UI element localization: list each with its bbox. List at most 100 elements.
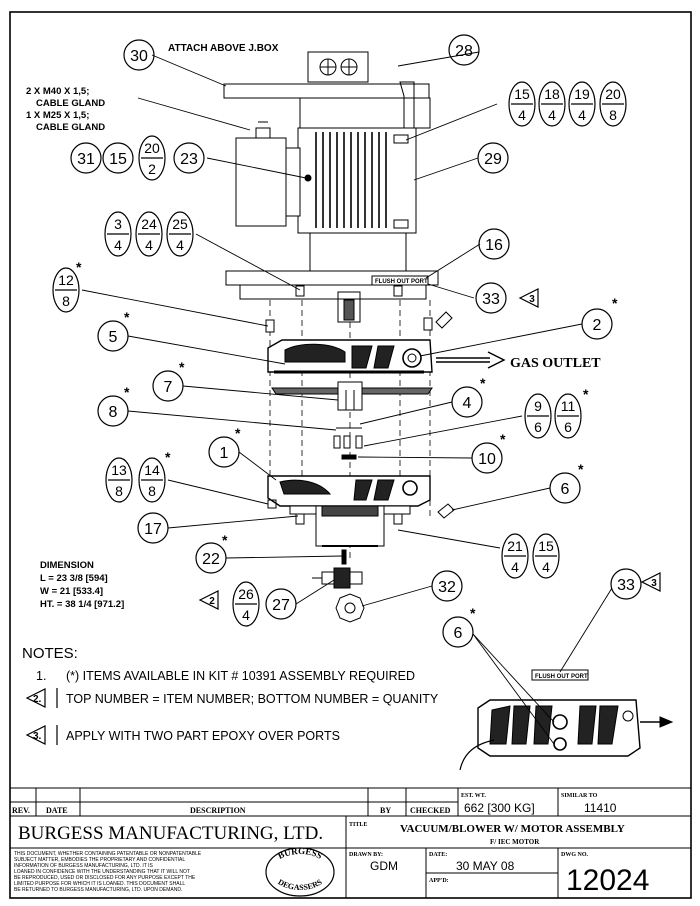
balloon-27-label: 27: [272, 597, 290, 614]
est-wt-value: 662 [300 KG]: [464, 801, 535, 815]
title-label: TITLE: [349, 822, 367, 828]
cable-gland-note-1: 2 X M40 X 1,5;: [26, 86, 89, 97]
balloon-8: [97, 395, 129, 427]
kit-asterisk: *: [470, 605, 476, 621]
balloon-33-label: 33: [482, 291, 500, 308]
kit-asterisk: *: [222, 532, 228, 548]
balloon-32-label: 32: [438, 579, 456, 596]
flag-2-label: 2: [209, 596, 215, 607]
note-flag-2: [198, 590, 219, 610]
balloon-7-label: 7: [164, 379, 173, 396]
kit-asterisk: *: [612, 295, 618, 311]
dwg-no-label: DWG NO.: [561, 852, 589, 858]
cable-gland-note-2: 1 X M25 X 1,5;: [26, 110, 89, 121]
stack-19-top: 19: [574, 86, 590, 102]
flush-out-port-detail-label: FLUSH OUT PORT: [535, 674, 588, 680]
balloon-32: [431, 570, 463, 602]
balloon-11-6: [554, 393, 582, 439]
similar-to-value: 11410: [584, 801, 617, 815]
svg-text:LIMITED PURPOSE FOR WHICH IT I: LIMITED PURPOSE FOR WHICH IT IS LOANED. …: [14, 881, 185, 887]
stack-11-bottom: 6: [564, 419, 572, 435]
confidentiality-notice: THIS DOCUMENT, WHETHER CONTAINING PATENT…: [14, 851, 202, 893]
stack-13-bottom: 8: [115, 483, 123, 499]
detail-view: [459, 669, 674, 771]
balloon-1-label: 1: [220, 445, 229, 462]
stack-11-top: 11: [561, 398, 576, 414]
kit-asterisk: *: [124, 309, 130, 325]
stack-15b-top: 15: [538, 538, 554, 554]
balloon-6-detail: [442, 616, 474, 648]
stack-3-bottom: 4: [114, 237, 122, 253]
stack-14-top: 14: [144, 462, 160, 478]
stack-9-top: 9: [534, 398, 542, 414]
stack-15-bottom: 4: [518, 107, 526, 123]
stack-25-bottom: 4: [176, 237, 184, 253]
dimension-height: HT. = 38 1/4 [971.2]: [40, 599, 124, 610]
balloon-17: [137, 512, 169, 544]
kit-asterisk: *: [165, 449, 171, 465]
stack-3-top: 3: [114, 216, 122, 232]
dimension-title: DIMENSION: [40, 560, 94, 571]
stack-20-top: 20: [605, 86, 621, 102]
balloon-20-2: [138, 135, 166, 181]
description-header: DESCRIPTION: [190, 806, 246, 815]
note-flag-3-detail: [640, 572, 661, 592]
balloon-7: [152, 370, 184, 402]
drawn-by-label: DRAWN BY:: [349, 852, 383, 858]
stack-21-bottom: 4: [511, 559, 519, 575]
balloon-23-label: 23: [180, 151, 198, 168]
kit-asterisk: *: [124, 384, 130, 400]
flag-3-label: 3: [529, 294, 535, 305]
cable-gland-note-1b: CABLE GLAND: [36, 98, 105, 109]
svg-text:SUBJECT MATTER, EMBODIES THE P: SUBJECT MATTER, EMBODIES THE PROPRIETARY…: [14, 857, 185, 863]
kit-asterisk: *: [179, 359, 185, 375]
note-3-text: APPLY WITH TWO PART EPOXY OVER PORTS: [66, 729, 340, 743]
balloon-5-label: 5: [109, 329, 118, 346]
balloon-6-detail-label: 6: [454, 625, 463, 642]
stack-19-bottom: 4: [578, 107, 586, 123]
company-name: BURGESS MANUFACTURING, LTD.: [18, 823, 323, 844]
stack-26-bottom: 4: [242, 607, 250, 623]
svg-text:THIS DOCUMENT, WHETHER CONTAIN: THIS DOCUMENT, WHETHER CONTAINING PATENT…: [14, 851, 202, 857]
balloon-16-label: 16: [485, 237, 503, 254]
date-value: 30 MAY 08: [456, 859, 515, 873]
rev-header: REV.: [12, 806, 30, 815]
balloon-29-label: 29: [484, 151, 502, 168]
balloon-1: [208, 436, 240, 468]
balloon-4: [451, 386, 483, 418]
balloon-15: [102, 142, 134, 174]
stack-15b-bottom: 4: [542, 559, 550, 575]
balloon-14-8: [138, 457, 166, 503]
note-1-text: (*) ITEMS AVAILABLE IN KIT # 10391 ASSEM…: [66, 669, 415, 683]
date-header: DATE: [46, 806, 68, 815]
by-header: BY: [380, 806, 391, 815]
balloon-20-8: [599, 81, 627, 127]
svg-text:BE RETURNED TO BURGESS MANUFAC: BE RETURNED TO BURGESS MANUFACTURING, LT…: [14, 887, 182, 893]
stack-9-bottom: 6: [534, 419, 542, 435]
stack-18-top: 18: [544, 86, 560, 102]
approved-label: APP'D:: [429, 878, 449, 884]
similar-to-label: SIMILAR TO: [561, 793, 598, 799]
drawing-subtitle: F/ IEC MOTOR: [490, 838, 540, 846]
balloon-28-label: 28: [455, 43, 473, 60]
balloon-31: [70, 142, 102, 174]
balloon-29: [477, 142, 509, 174]
attach-note: ATTACH ABOVE J.BOX: [168, 43, 279, 54]
kit-asterisk: *: [583, 386, 589, 402]
balloon-9-6: [524, 393, 552, 439]
note-1-number: 1.: [36, 669, 46, 683]
kit-asterisk: *: [500, 431, 506, 447]
title-block-lines: [10, 787, 691, 898]
stack-14-bottom: 8: [148, 483, 156, 499]
cable-gland-note-2b: CABLE GLAND: [36, 122, 105, 133]
note-flag-3: [518, 288, 539, 308]
flag-3-detail-label: 3: [651, 578, 657, 589]
balloon-25-4: [166, 211, 194, 257]
checked-header: CHECKED: [410, 806, 451, 815]
stack-21-top: 21: [507, 538, 523, 554]
sheet-border: [9, 11, 692, 899]
balloon-22: [195, 542, 227, 574]
dimension-width: W = 21 [533.4]: [40, 586, 103, 597]
